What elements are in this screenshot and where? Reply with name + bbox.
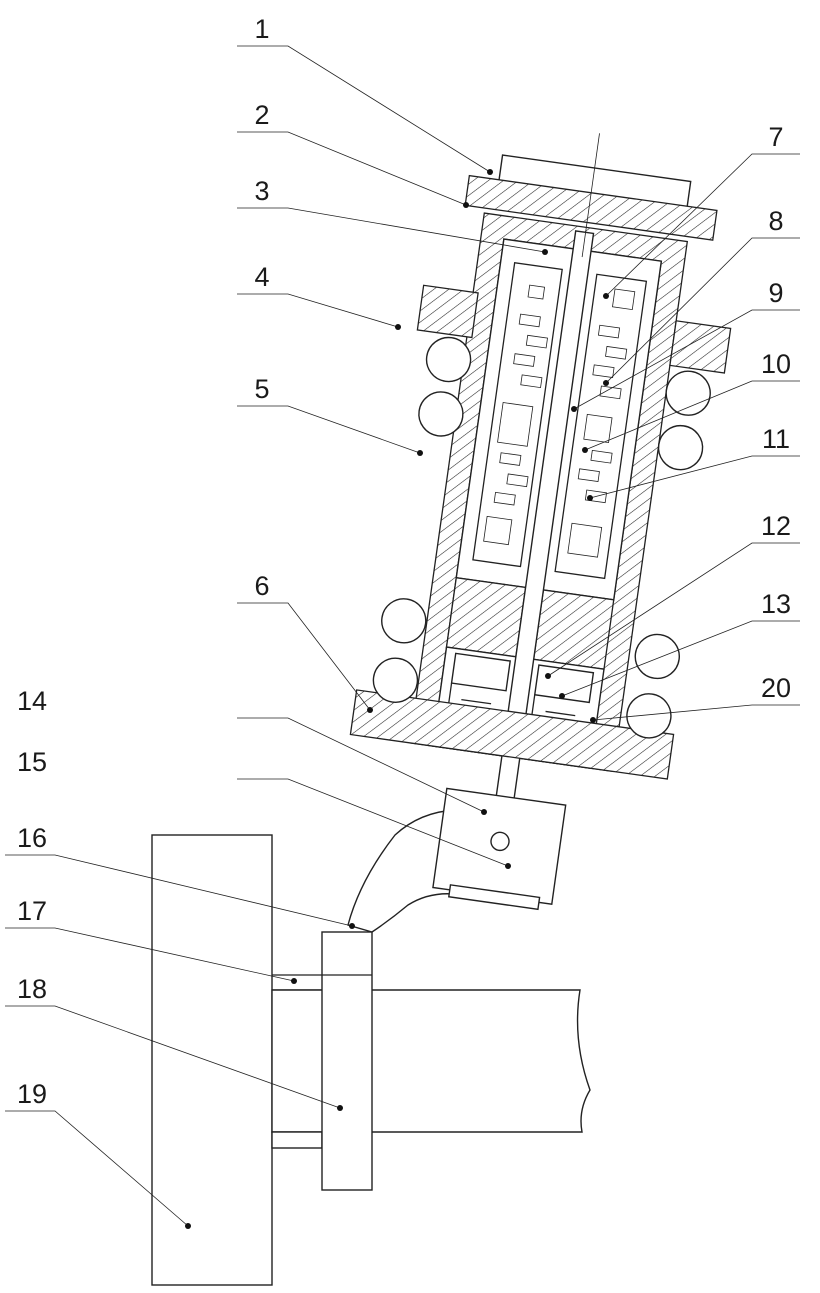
upper-flange-right [670,321,731,373]
label-19: 19 [17,1079,47,1109]
label-3: 3 [254,176,269,206]
label-20: 20 [761,673,791,703]
base-beam [272,990,590,1148]
label-7: 7 [768,122,783,152]
label-5: 5 [254,374,269,404]
tilted-assembly [330,111,755,925]
label-11: 11 [762,424,790,454]
label-9: 9 [768,278,783,308]
label-10: 10 [761,349,791,379]
label-14: 14 [17,686,47,716]
label-15: 15 [17,747,47,777]
label-6: 6 [254,571,269,601]
label-4: 4 [254,262,269,292]
label-18: 18 [17,974,47,1004]
label-1: 1 [254,14,269,44]
label-8: 8 [768,206,783,236]
lower-block-left [447,578,526,657]
label-12: 12 [761,511,791,541]
label-16: 16 [17,823,47,853]
upper-flange-left [417,285,478,337]
lower-block-right [534,590,614,669]
label-17: 17 [17,896,47,926]
label-13: 13 [761,589,791,619]
label-2: 2 [254,100,269,130]
